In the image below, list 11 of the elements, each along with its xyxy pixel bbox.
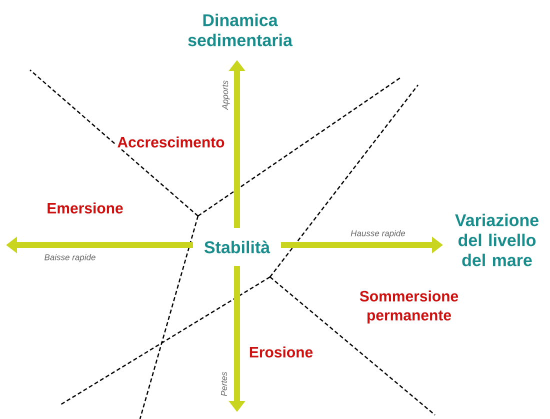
axis-caption: Baisse rapide <box>44 254 96 262</box>
region-label: Accrescimento <box>115 134 227 150</box>
axis-title: Dinamica sedimentaria <box>188 14 293 46</box>
region-label: Emersione <box>44 200 126 216</box>
axis-caption: Apports <box>222 80 230 110</box>
axis-title: Variazione del livello del mare <box>455 214 538 266</box>
axis-caption: Hausse rapide <box>350 230 406 238</box>
region-label: Sommersione permanente <box>360 290 458 324</box>
center-label: Stabilità <box>204 240 270 254</box>
region-label: Erosione <box>246 344 316 360</box>
axis-caption: Pertes <box>221 372 227 396</box>
